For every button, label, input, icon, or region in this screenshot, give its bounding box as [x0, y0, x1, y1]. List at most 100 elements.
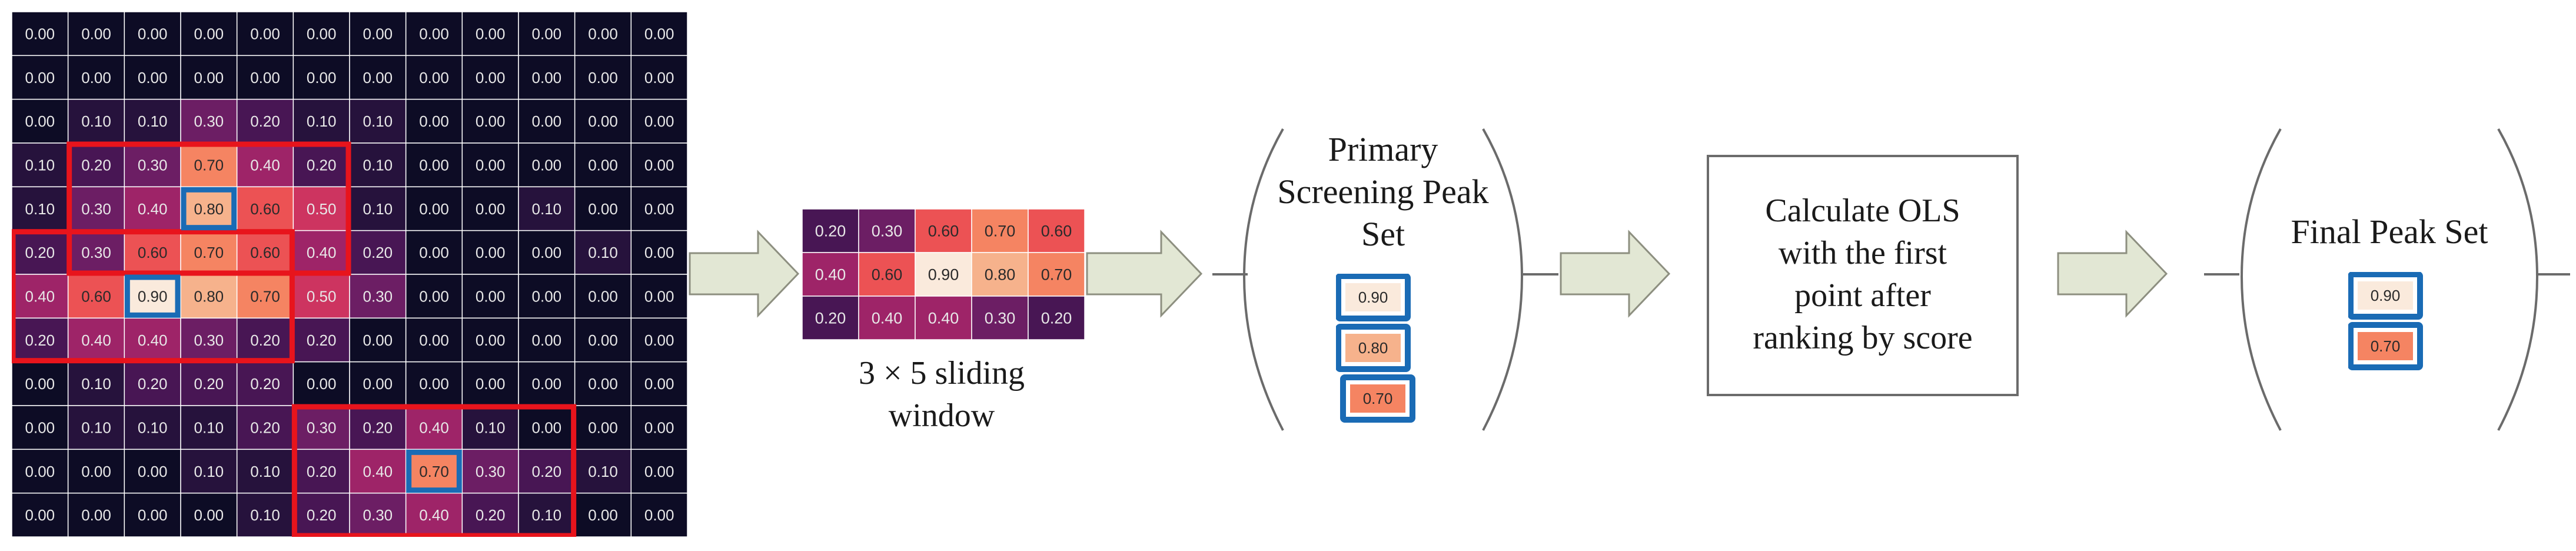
final-set-brackets — [2240, 128, 2539, 431]
heatmap-cell-value: 0.00 — [476, 157, 506, 174]
heatmap-cell-value: 0.00 — [476, 69, 506, 87]
heatmap-cell-value: 0.10 — [588, 463, 618, 480]
peak-frame — [1336, 324, 1411, 372]
heatmap-cell-value: 0.00 — [363, 331, 393, 349]
heatmap-cell-bg — [180, 405, 238, 450]
heatmap-grid: 0.00 0.00 0.00 0.00 0.00 0.00 0.00 0.00 0.00 0.00… — [12, 12, 687, 537]
heatmap-cell-value: 0.00 — [363, 69, 393, 87]
connector-line — [1523, 273, 1558, 276]
heatmap-cell-value: 0.00 — [588, 200, 618, 218]
final-set-label: Final Peak Set — [2254, 211, 2525, 253]
peak-frame — [1336, 274, 1411, 321]
heatmap-cell-value: 0.90 — [138, 288, 168, 306]
peak-cell-bg — [1345, 334, 1401, 362]
heatmap-cell-value: 0.00 — [419, 25, 449, 43]
heatmap-cell-value: 0.00 — [419, 157, 449, 174]
heatmap-cell-value: 0.00 — [644, 419, 674, 437]
heatmap-cell-bg — [349, 449, 407, 494]
heatmap-cell-value: 0.00 — [476, 200, 506, 218]
heatmap-cell-bg — [630, 361, 687, 406]
heatmap-cell-bg — [67, 361, 125, 406]
heatmap-cell-value: 0.00 — [25, 25, 55, 43]
peak-frame — [1340, 374, 1415, 423]
final-label: Final Peak Set — [2291, 213, 2488, 251]
heatmap-cell-value: 0.00 — [194, 506, 224, 524]
heatmap-cell-value: 0.00 — [194, 69, 224, 87]
heatmap-cell-value: 0.00 — [194, 25, 224, 43]
heatmap-cell-bg — [461, 361, 519, 406]
heatmap-cell-value: 0.00 — [419, 244, 449, 261]
heatmap-cell-bg — [236, 274, 294, 319]
heatmap-cell-value: 0.20 — [307, 331, 337, 349]
heatmap-cell-bg — [349, 274, 407, 319]
heatmap-cell-bg — [574, 12, 632, 57]
caption-line-2: window — [888, 397, 995, 434]
primary-label-line-1: Primary — [1328, 130, 1438, 168]
heatmap-cell-value: 0.00 — [588, 331, 618, 349]
heatmap-cell-value: 0.00 — [532, 157, 562, 174]
window-cell-value: 0.30 — [985, 310, 1016, 327]
heatmap-cell-value: 0.30 — [363, 506, 393, 524]
heatmap-cell-value: 0.10 — [250, 506, 280, 524]
heatmap-cell-value: 0.40 — [307, 244, 337, 261]
heatmap-cell-bg — [630, 230, 687, 275]
heatmap-cell-value: 0.00 — [81, 69, 111, 87]
ols-line-1: Calculate OLS — [1765, 192, 1960, 229]
heatmap-cell-bg — [124, 142, 181, 188]
heatmap-cell-bg — [67, 98, 125, 144]
window-cell-value: 0.90 — [928, 266, 959, 284]
heatmap-cell-value: 0.20 — [25, 331, 55, 349]
heatmap-cell-bg — [349, 186, 407, 231]
heatmap-cell-value: 0.20 — [363, 244, 393, 261]
final-peak-item: 0.70 — [2348, 322, 2423, 370]
heatmap-cell-value: 0.00 — [363, 375, 393, 393]
peak-value: 0.90 — [1358, 288, 1388, 306]
heatmap-cell-bg — [236, 55, 294, 100]
window-cell-value: 0.80 — [985, 266, 1016, 284]
heatmap-cell-bg — [518, 449, 576, 494]
heatmap-cell-value: 0.00 — [644, 244, 674, 261]
heatmap-cell-bg — [349, 361, 407, 406]
heatmap-cell-bg — [461, 55, 519, 100]
heatmap-cell-bg — [405, 449, 463, 494]
heatmap-cell-value: 0.70 — [250, 288, 280, 306]
heatmap-cell-value: 0.40 — [419, 419, 449, 437]
heatmap-cell-value: 0.00 — [250, 69, 280, 87]
heatmap-cell-value: 0.00 — [25, 506, 55, 524]
peak-value: 0.70 — [1363, 390, 1393, 407]
heatmap-cell-value: 0.00 — [644, 200, 674, 218]
primary-set-brackets — [1242, 128, 1524, 431]
sliding-window-caption: 3 × 5 sliding window — [783, 352, 1101, 437]
heatmap-cell-value: 0.20 — [250, 375, 280, 393]
heatmap-cell-bg — [67, 449, 125, 494]
ols-label: Calculate OLS with the first point after… — [1707, 190, 2019, 359]
heatmap-cell-value: 0.00 — [644, 331, 674, 349]
heatmap-cell-value: 0.00 — [532, 331, 562, 349]
heatmap-cell-bg — [630, 142, 687, 188]
heatmap-cell-value: 0.40 — [138, 200, 168, 218]
heatmap-cell-value: 0.00 — [588, 25, 618, 43]
heatmap-cell-value: 0.20 — [194, 375, 224, 393]
heatmap-cell-value: 0.70 — [194, 157, 224, 174]
heatmap-cell-value: 0.00 — [419, 375, 449, 393]
primary-set-label: Primary Screening Peak Set — [1259, 128, 1507, 255]
primary-peak-item: 0.90 — [1336, 274, 1411, 321]
heatmap-cell-bg — [630, 98, 687, 144]
window-cell-bg — [915, 252, 972, 297]
arrow-heatmap-to-window — [689, 230, 800, 318]
heatmap-cell-value: 0.00 — [81, 463, 111, 480]
heatmap-cell-value: 0.00 — [588, 157, 618, 174]
heatmap-cell-value: 0.40 — [25, 288, 55, 306]
heatmap-cell-value: 0.10 — [138, 112, 168, 130]
heatmap-cell-value: 0.40 — [81, 331, 111, 349]
heatmap-cell-bg — [292, 274, 350, 319]
heatmap-cell-value: 0.10 — [588, 244, 618, 261]
heatmap-cell-value: 0.10 — [532, 506, 562, 524]
peak-value: 0.80 — [1358, 339, 1388, 357]
heatmap-cell-bg — [67, 186, 125, 231]
red-window-frame — [12, 229, 295, 364]
window-cell-bg — [858, 252, 916, 297]
window-cell-value: 0.40 — [872, 310, 903, 327]
heatmap-cell-bg — [405, 230, 463, 275]
heatmap-cell-value: 0.00 — [476, 244, 506, 261]
